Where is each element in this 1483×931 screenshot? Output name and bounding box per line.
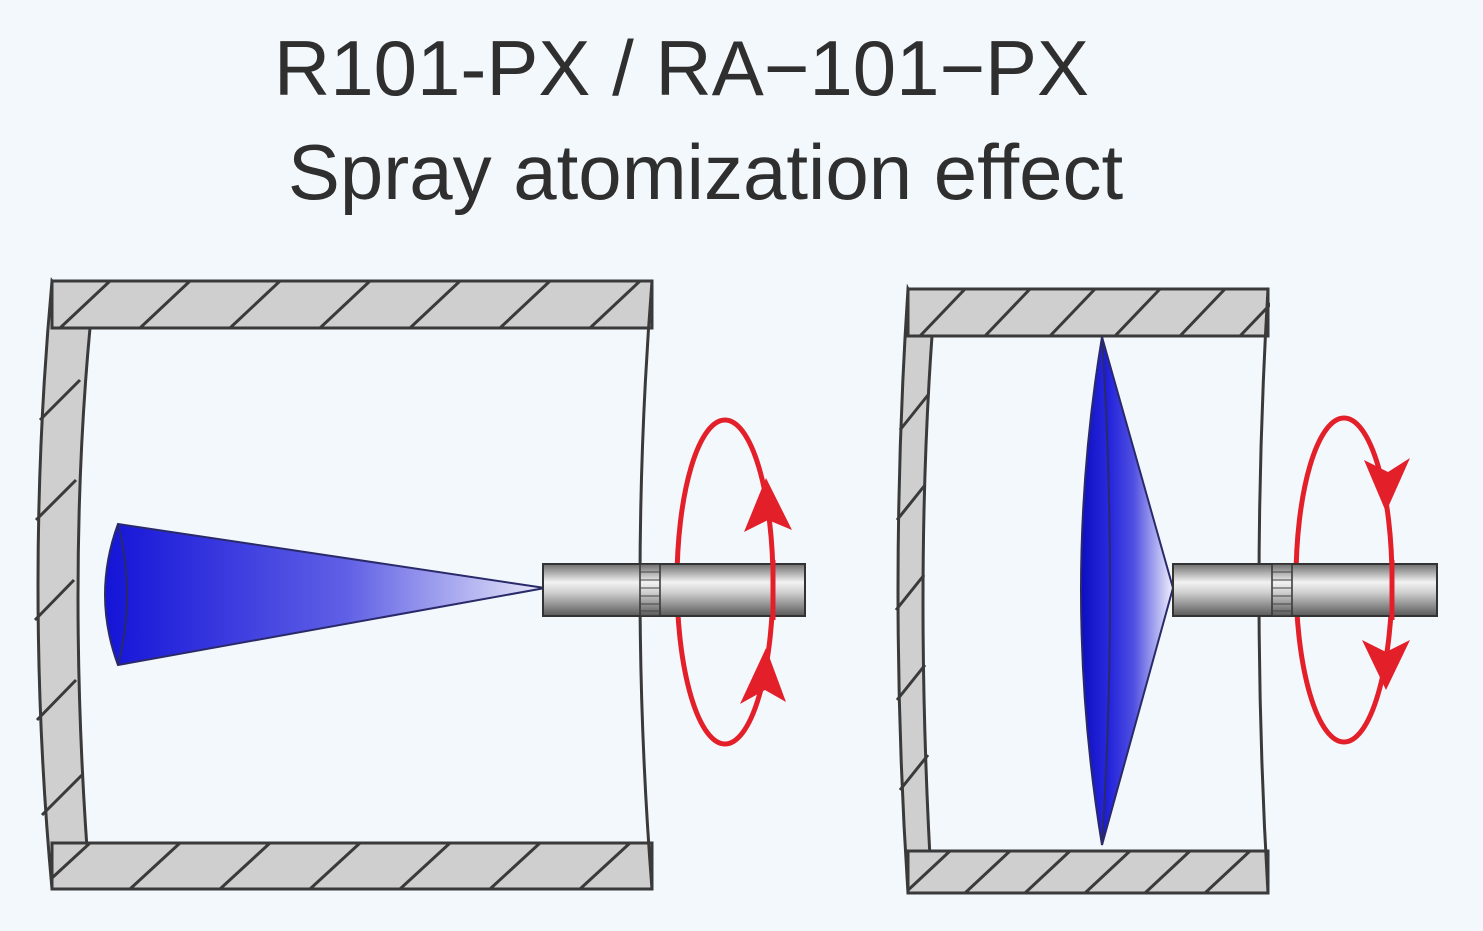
- left-chamber-back-wall: [36, 277, 92, 891]
- left-arrowhead-upper: [744, 478, 792, 532]
- right-arrowhead-lower: [1362, 640, 1410, 690]
- left-spray-cone-rim: [117, 523, 128, 666]
- right-rotary-shaft: [1172, 563, 1438, 617]
- left-chamber: [33, 277, 806, 891]
- left-bottom-wall-hatch: [52, 843, 632, 889]
- left-back-wall-hatch: [33, 378, 84, 817]
- right-bottom-wall-hatch: [908, 850, 1252, 894]
- left-chamber-bottom-wall: [50, 841, 654, 891]
- left-arrowhead-lower: [740, 648, 786, 704]
- right-spray-disc-face: [1080, 336, 1111, 846]
- right-back-wall-hatch: [894, 394, 930, 791]
- left-spray-cone: [104, 522, 546, 667]
- title-line-model: R101-PX / RA−101−PX: [273, 24, 1090, 112]
- right-chamber: [894, 283, 1438, 895]
- title-line-subtitle: Spray atomization effect: [287, 128, 1124, 216]
- right-chamber-back-wall: [896, 283, 934, 895]
- left-rotary-shaft: [542, 563, 806, 617]
- right-top-wall-hatch: [918, 288, 1270, 336]
- diagram-title: R101-PX / RA−101−PX Spray atomization ef…: [0, 18, 1483, 222]
- left-chamber-top-wall: [50, 279, 654, 330]
- right-arrowhead-upper: [1364, 458, 1410, 512]
- right-spray-disc-cone: [1101, 336, 1175, 846]
- right-chamber-bottom-wall: [906, 849, 1270, 895]
- left-top-wall-hatch: [58, 280, 642, 328]
